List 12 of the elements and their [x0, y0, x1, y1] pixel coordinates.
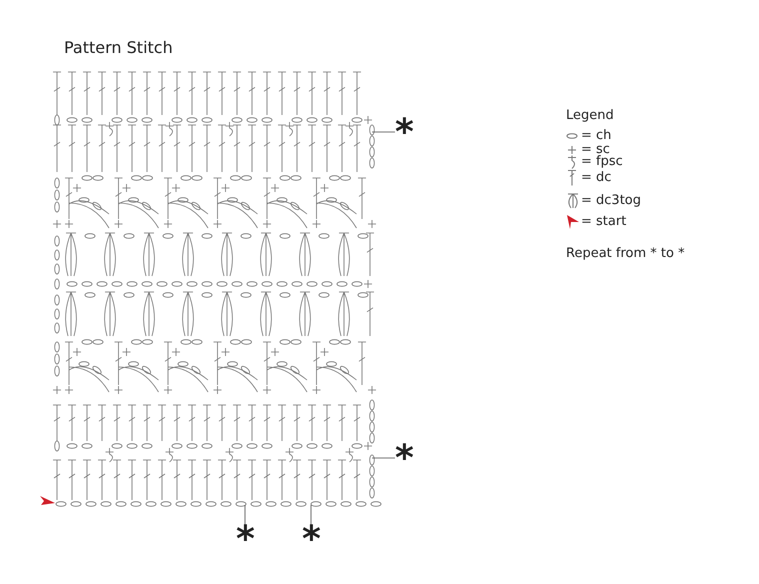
note: Repeat from * to *	[566, 246, 685, 261]
legend-label: = ch	[581, 128, 612, 143]
legend-label: = start	[581, 214, 626, 229]
legend-label: = dc	[581, 170, 612, 185]
asterisk: *	[236, 522, 255, 558]
asterisk: *	[302, 522, 321, 558]
asterisk: *	[395, 115, 414, 151]
legend-label: = fpsc	[581, 154, 623, 169]
asterisk: *	[395, 441, 414, 477]
legend-heading: Legend	[566, 108, 614, 123]
chart-title: Pattern Stitch	[64, 38, 173, 57]
legend-label: = dc3tog	[581, 193, 641, 208]
